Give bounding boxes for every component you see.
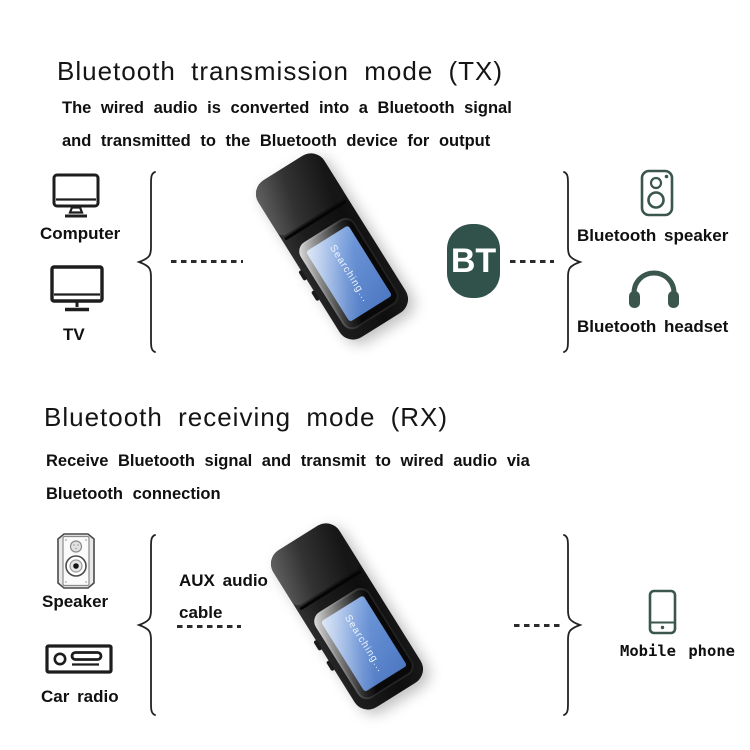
tx-left-brace-icon (136, 171, 156, 353)
aux-cable-label-line2: cable (179, 603, 223, 622)
aux-cable-dashed-line (177, 625, 241, 628)
rx-section-title: Bluetooth receiving mode (RX) (44, 402, 449, 432)
tx-section-title: Bluetooth transmission mode (TX) (57, 56, 504, 86)
tv-icon (50, 265, 104, 312)
bluetooth-adapter-device-tx: Searching... (249, 147, 415, 346)
computer-icon (52, 173, 100, 218)
speaker-label: Speaker (42, 592, 109, 611)
bluetooth-adapter-device-rx: Searching... (264, 517, 430, 716)
tv-label: TV (63, 325, 85, 344)
aux-cable-label-line1: AUX audio (179, 571, 268, 590)
speaker-icon (57, 533, 95, 589)
rx-right-brace-icon (563, 534, 583, 716)
computer-label: Computer (40, 224, 121, 243)
tx-source-dashed-line (171, 260, 243, 263)
bluetooth-headset-label: Bluetooth headset (577, 317, 729, 336)
car-radio-icon (45, 644, 113, 674)
mobile-phone-label: Mobile phone (620, 642, 735, 660)
rx-description-line1: Receive Bluetooth signal and transmit to… (46, 452, 530, 470)
mobile-phone-icon (648, 589, 677, 635)
rx-left-brace-icon (136, 534, 156, 716)
bluetooth-speaker-label: Bluetooth speaker (577, 226, 729, 245)
adapter-screen-text: Searching... (326, 243, 371, 305)
rx-target-dashed-line (514, 624, 562, 627)
bluetooth-speaker-icon (640, 169, 674, 217)
tx-description-line2: and transmitted to the Bluetooth device … (62, 132, 491, 150)
adapter-screen-text: Searching... (341, 613, 386, 675)
tx-target-dashed-line (510, 260, 554, 263)
adapter-lcd-screen: Searching... (305, 225, 393, 323)
rx-description-line2: Bluetooth connection (46, 485, 221, 503)
tx-description-line1: The wired audio is converted into a Blue… (62, 99, 512, 117)
bt-badge: BT (447, 224, 500, 298)
car-radio-label: Car radio (41, 687, 119, 706)
bluetooth-headset-icon (629, 270, 679, 308)
tx-right-brace-icon (563, 171, 583, 353)
adapter-lcd-screen: Searching... (320, 595, 408, 693)
